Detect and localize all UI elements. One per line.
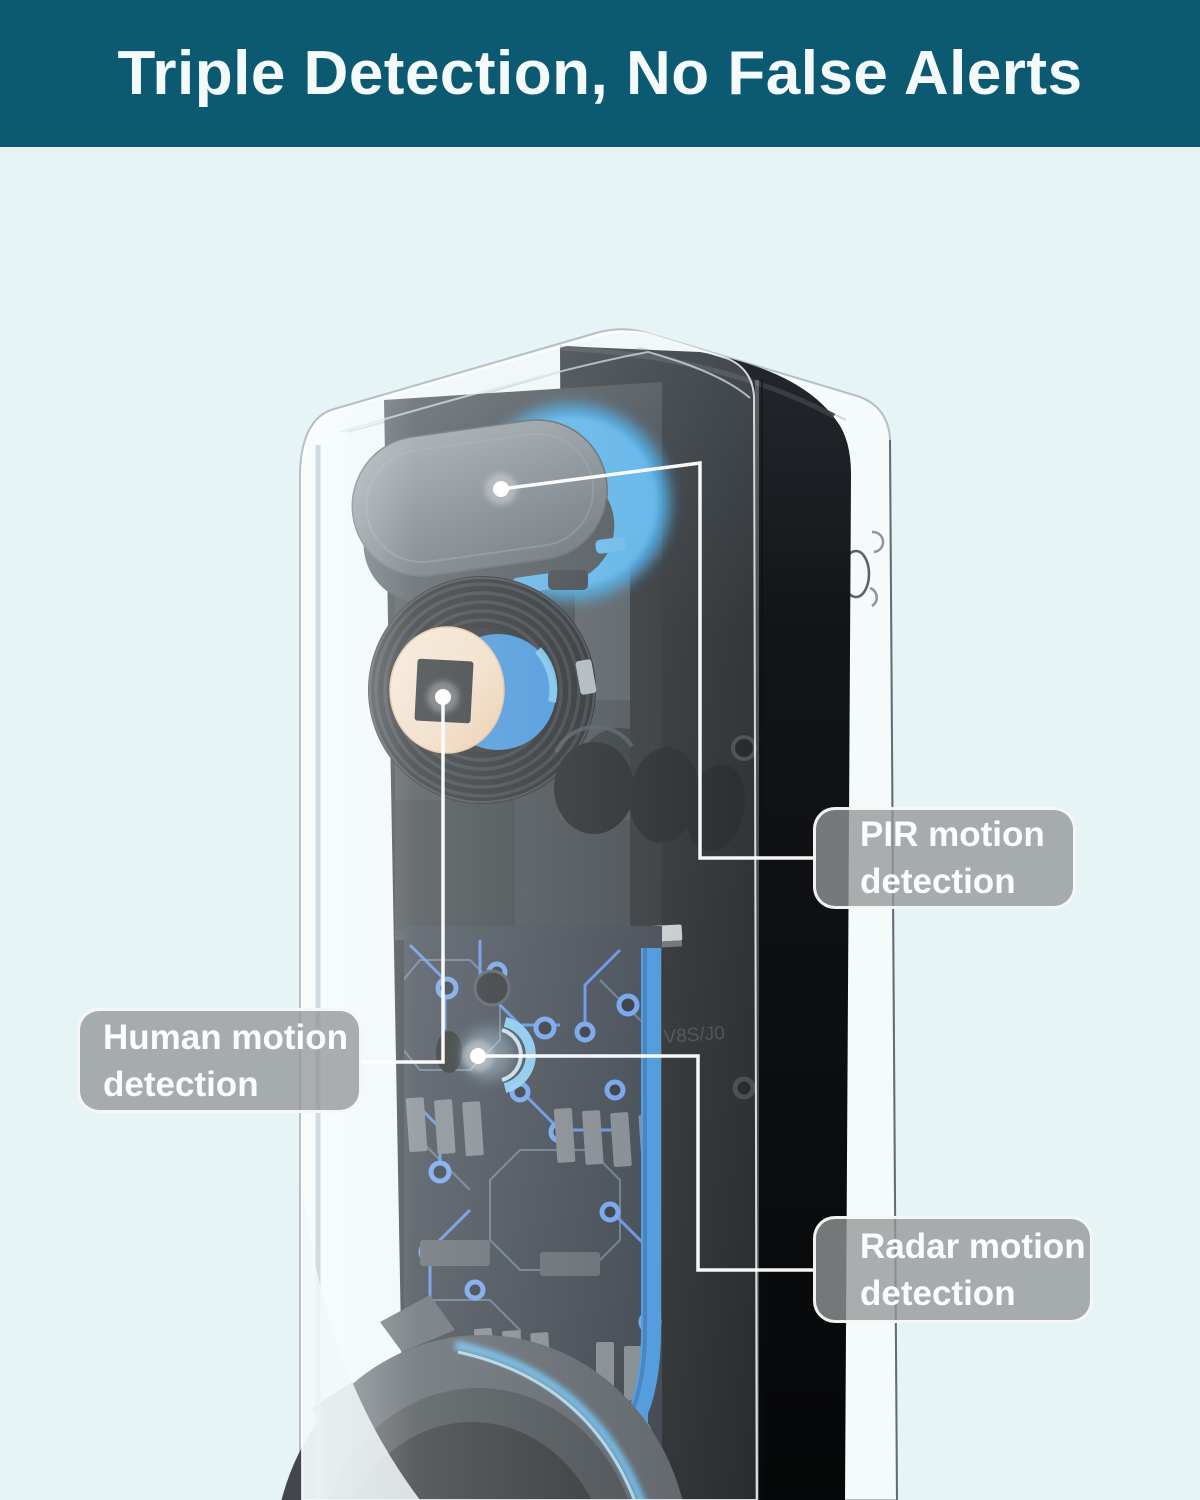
title-banner: Triple Detection, No False Alerts: [0, 0, 1200, 147]
radar-callout-dot: [470, 1048, 486, 1064]
pir-label-line1: PIR motion: [860, 815, 1045, 854]
radar-detection-label: Radar motion detection: [813, 1216, 1093, 1323]
human-callout-dot: [435, 689, 451, 705]
pir-detection-label: PIR motion detection: [813, 807, 1076, 909]
human-label-line1: Human motion: [103, 1017, 348, 1057]
human-callout-line: [362, 700, 445, 1064]
pir-label-line2: detection: [860, 862, 1016, 901]
radar-label-line1: Radar motion: [860, 1226, 1086, 1266]
human-detection-label: Human motion detection: [77, 1008, 362, 1113]
pir-callout-dot: [493, 481, 509, 497]
callout-dots: [427, 473, 517, 1072]
callout-lines: [362, 461, 813, 1272]
pir-callout-line: [500, 461, 813, 860]
glass-cover: [301, 330, 759, 1500]
radar-label-line2: detection: [860, 1273, 1016, 1313]
human-label-line2: detection: [103, 1064, 259, 1104]
page-title: Triple Detection, No False Alerts: [117, 39, 1083, 108]
radar-callout-line: [478, 1054, 813, 1272]
